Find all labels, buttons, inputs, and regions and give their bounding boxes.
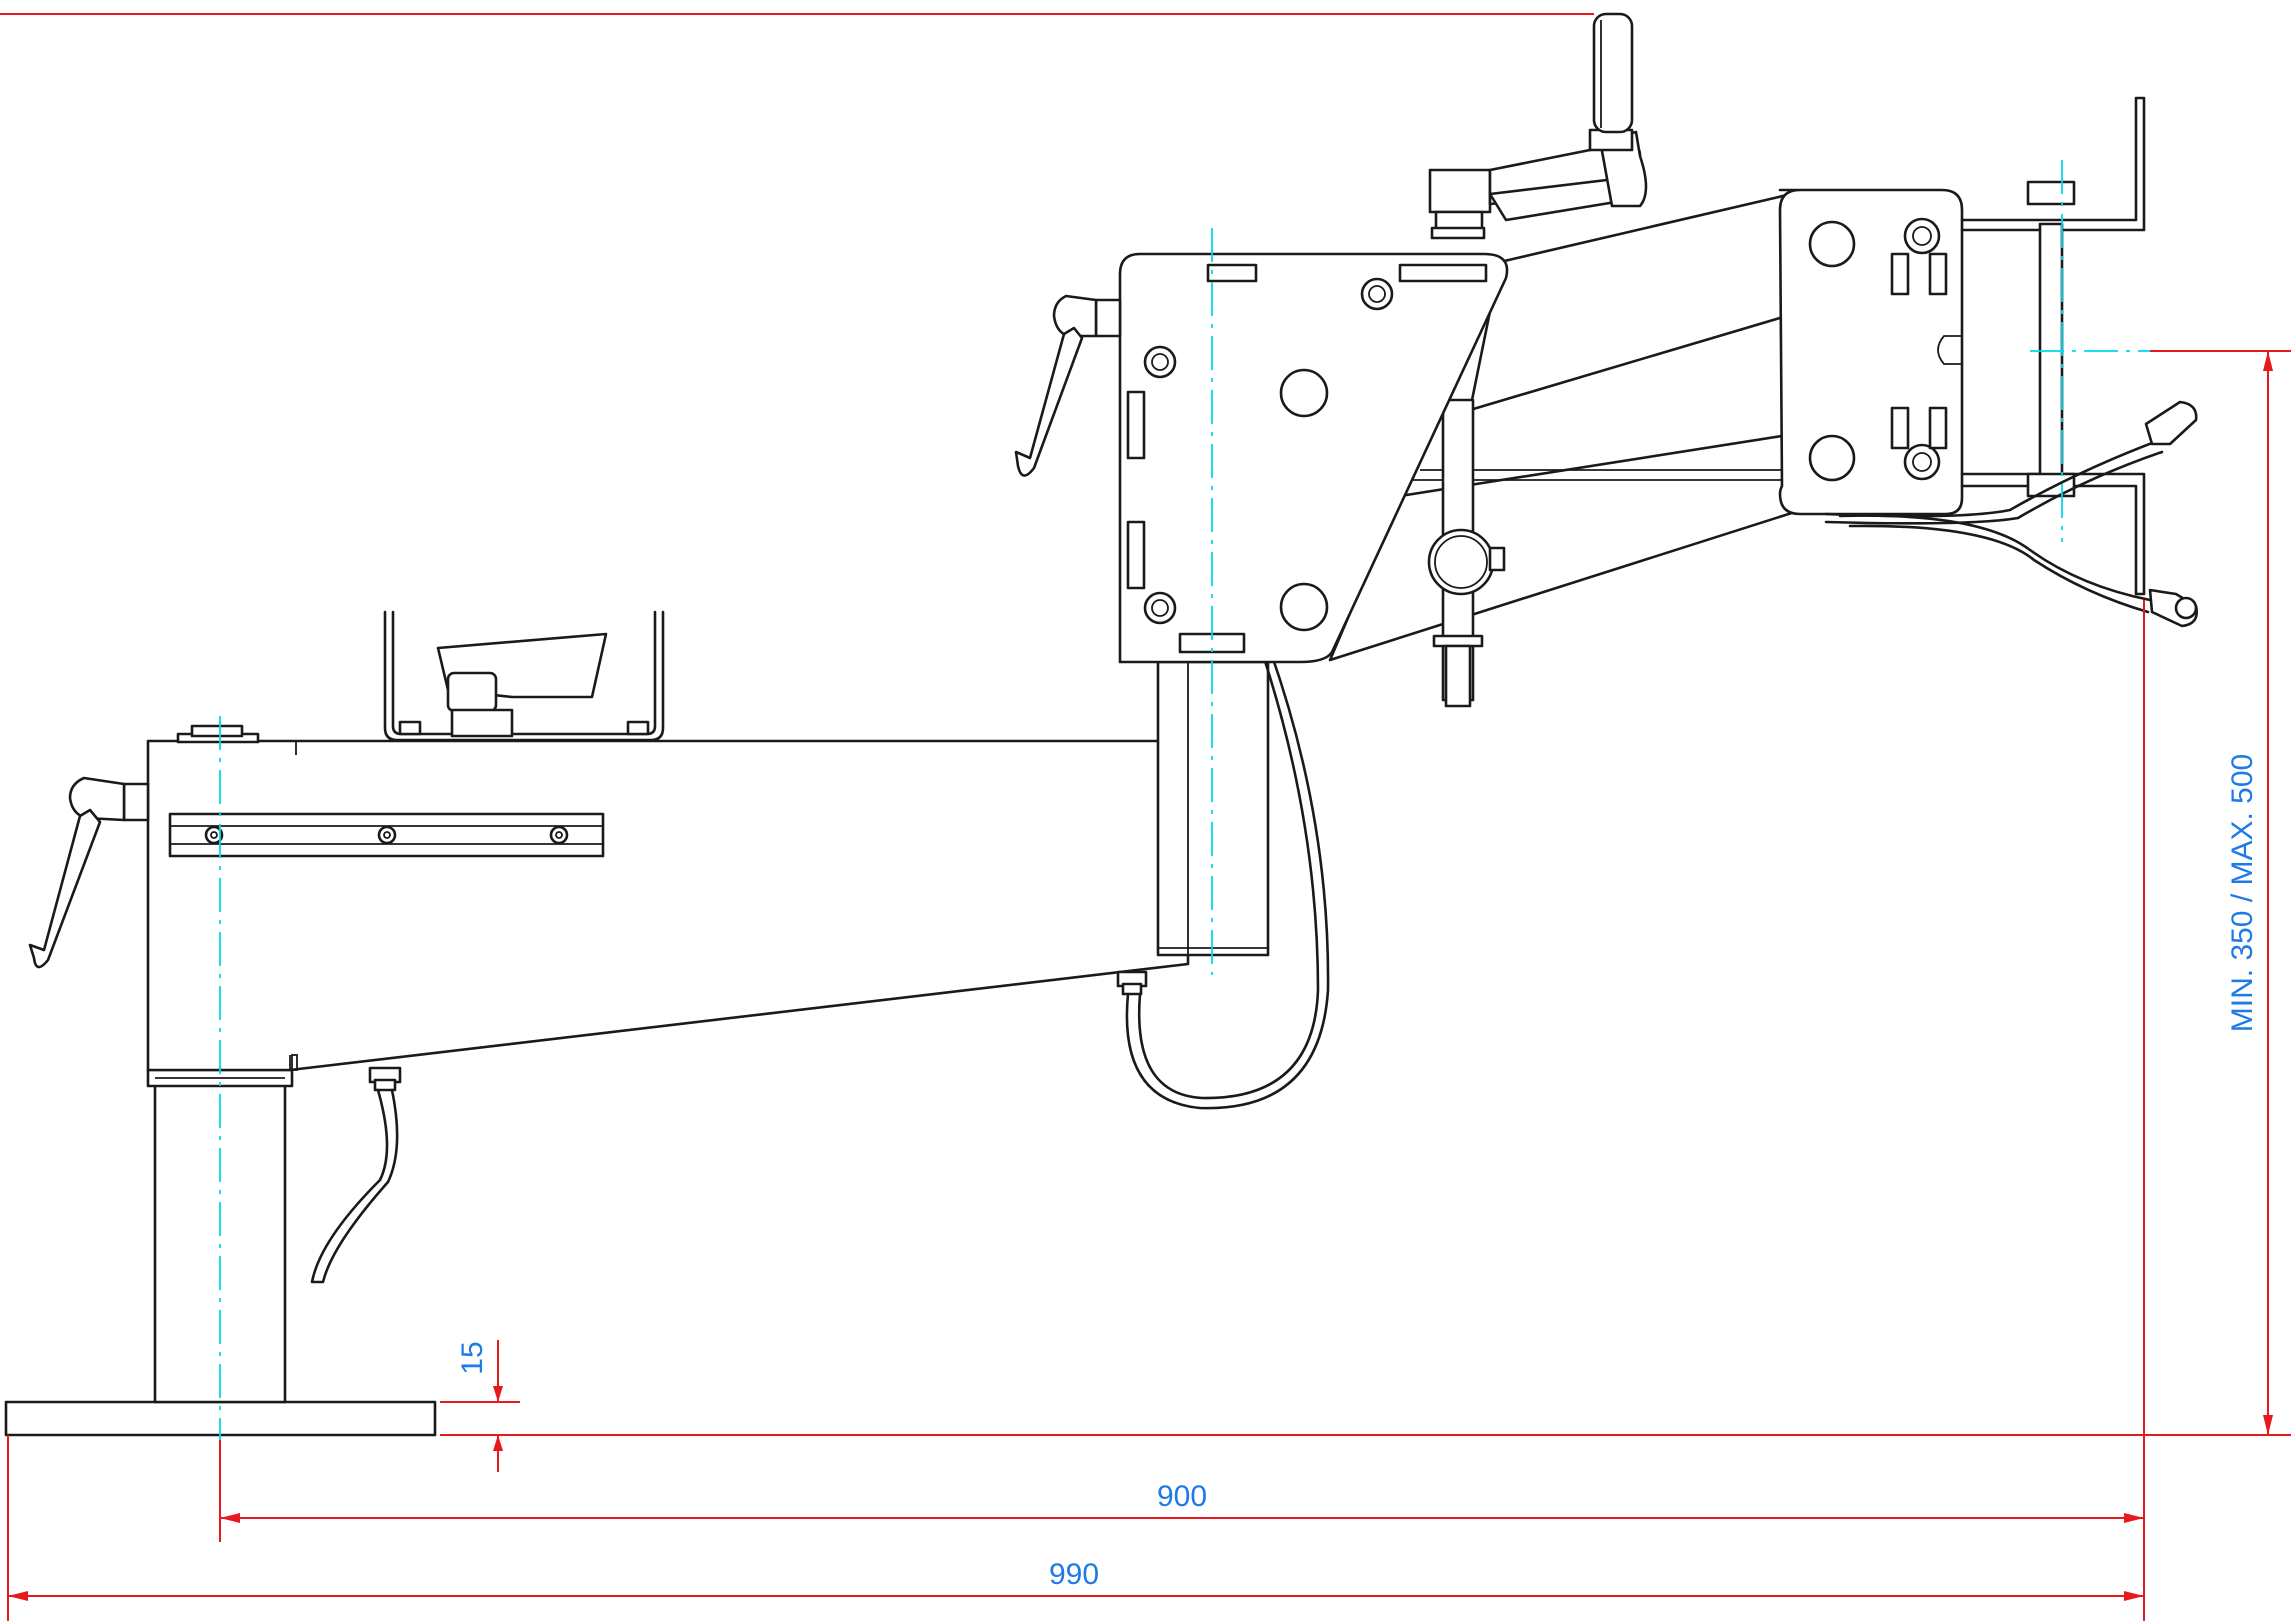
centerlines	[219, 160, 2150, 1440]
dim-base-offset: 15	[456, 1341, 489, 1374]
pivot-plate	[1014, 252, 1509, 664]
dimension-labels: 900 990 15 MIN. 350 / MAX. 500	[456, 754, 2259, 1591]
dim-overall-length: 990	[1049, 1558, 1099, 1591]
upper-arm-link-top	[1468, 190, 1802, 412]
clamp-lever-left	[28, 776, 150, 969]
dim-height-range: MIN. 350 / MAX. 500	[2226, 754, 2259, 1032]
dim-reach-axis: 900	[1157, 1480, 1207, 1513]
pivot-plate-body	[1118, 252, 1509, 664]
top-nut	[190, 724, 244, 738]
adjustment-knob	[1427, 528, 1495, 596]
lower-arm-body	[146, 739, 1190, 1072]
dimension-lines	[0, 13, 2291, 1621]
cable-lower-right	[1116, 970, 1148, 996]
clamp-lever-upper	[1014, 294, 1122, 477]
cable-loop	[1125, 648, 1330, 1110]
lower-arm	[28, 610, 1190, 1284]
slot-rail	[168, 812, 605, 858]
upper-arm	[1328, 190, 1822, 708]
head-plate	[1778, 96, 2198, 628]
top-adjust-lever	[1428, 12, 1648, 240]
bracket-bolt-head	[450, 708, 514, 738]
cable-lower-left	[310, 1066, 402, 1284]
lever-grip	[1592, 12, 1634, 134]
vertical-post	[1156, 660, 1270, 957]
handle-bracket	[383, 610, 665, 742]
